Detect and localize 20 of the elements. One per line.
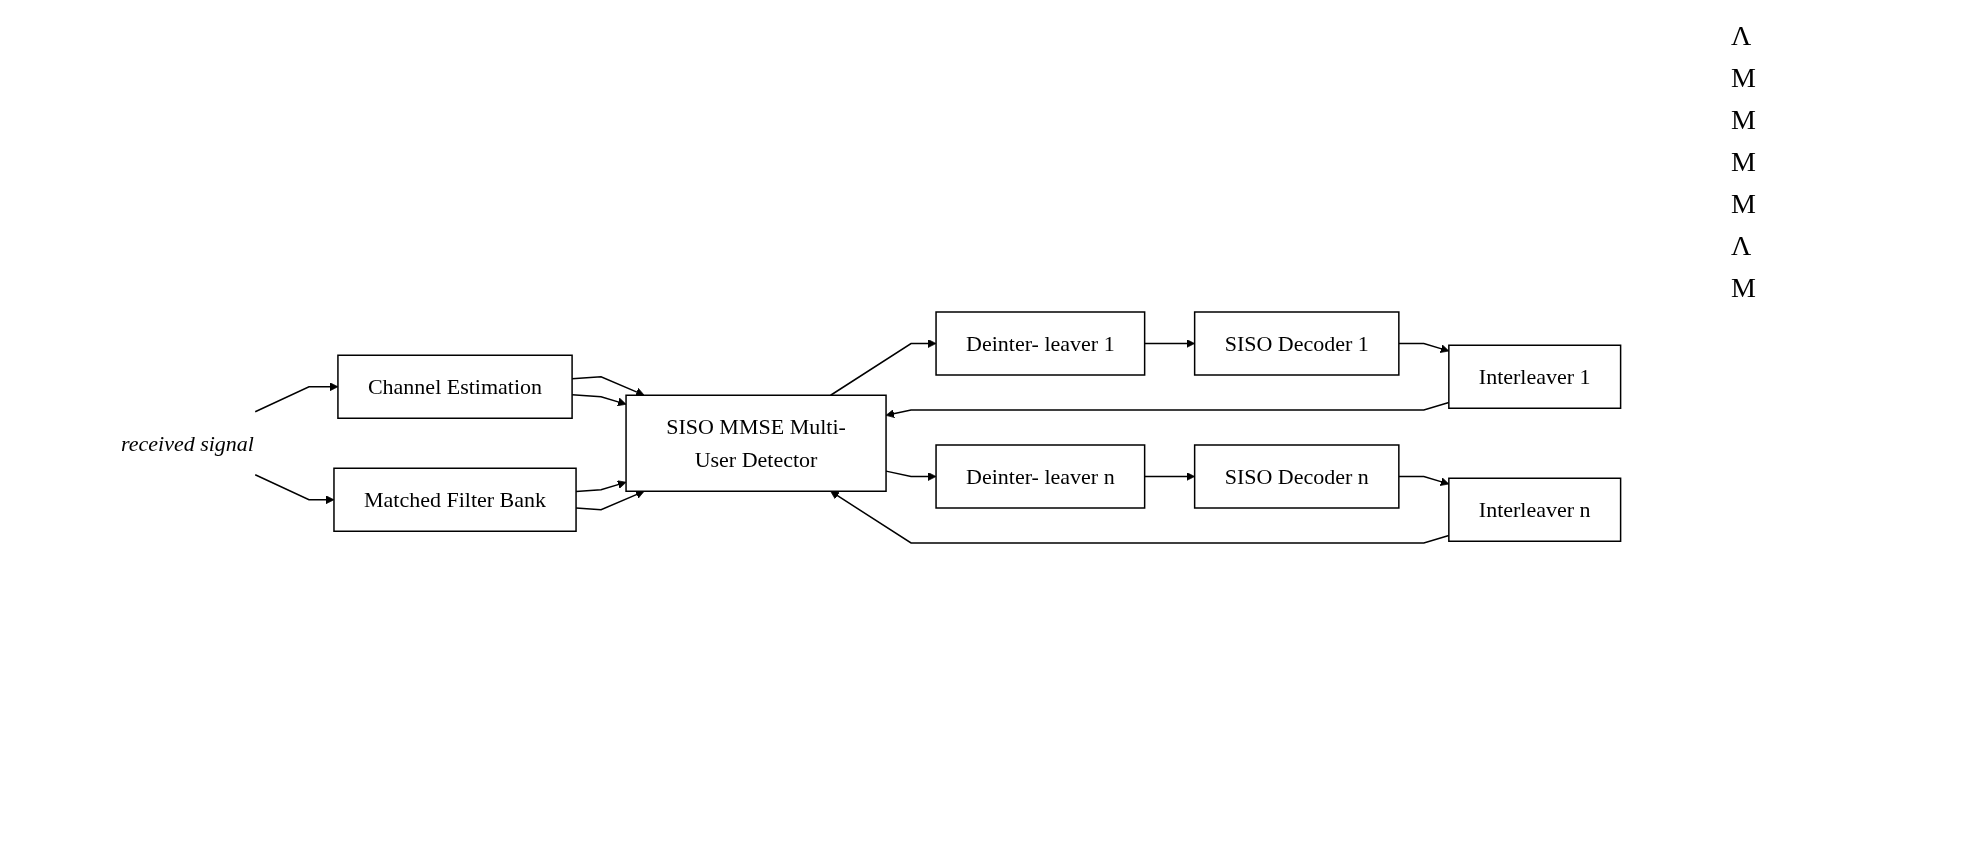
- node-box: SISO Decoder n: [1193, 444, 1400, 509]
- symbol-label: Λ: [1731, 20, 1753, 52]
- symbol-label: M: [1731, 188, 1757, 220]
- symbol-label: M: [1731, 104, 1757, 136]
- node-box: SISO MMSE Multi-User Detector: [625, 394, 887, 492]
- node-box: SISO Decoder 1: [1193, 311, 1400, 376]
- node-box: Interleaver 1: [1447, 344, 1622, 409]
- symbol-label: M: [1731, 146, 1757, 178]
- node-text: received signal: [120, 430, 254, 456]
- node-box: Deinter- leaver n: [935, 444, 1146, 509]
- arrow: [575, 490, 645, 511]
- node-box: Matched Filter Bank: [332, 467, 577, 532]
- arrow: [254, 382, 338, 413]
- node-box: Interleaver n: [1447, 477, 1622, 542]
- node-box: Channel Estimation: [336, 354, 573, 419]
- symbol-label: Λ: [1731, 230, 1753, 262]
- symbol-label: M: [1731, 62, 1757, 94]
- symbol-label: M: [1731, 272, 1757, 304]
- arrow: [571, 376, 645, 397]
- node-box: Deinter- leaver 1: [935, 311, 1146, 376]
